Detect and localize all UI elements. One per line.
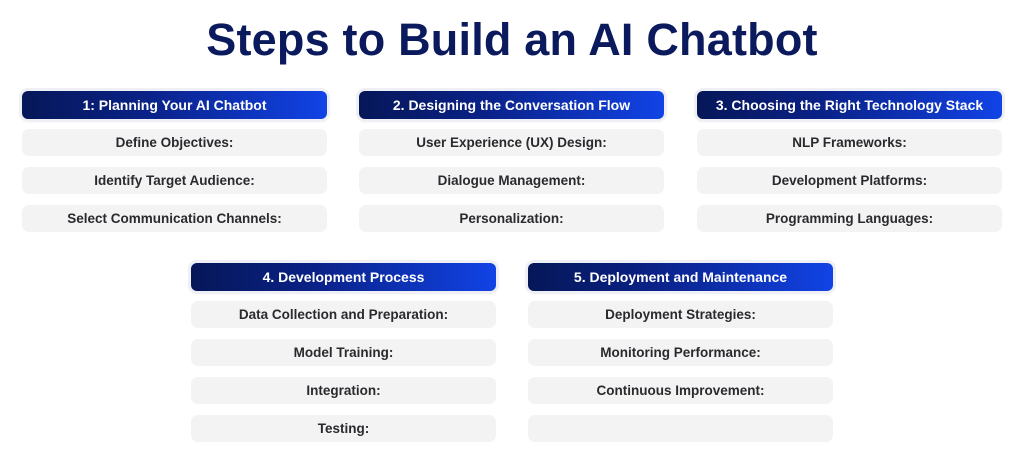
step-4-header: 4. Development Process [191,263,496,291]
step-5-item-empty [528,415,833,442]
step-2-item: Personalization: [359,205,664,232]
step-5-item: Continuous Improvement: [528,377,833,404]
step-1-column: 1: Planning Your AI Chatbot Define Objec… [22,91,327,232]
step-1-header: 1: Planning Your AI Chatbot [22,91,327,119]
step-5-column: 5. Deployment and Maintenance Deployment… [528,263,833,442]
step-5-item: Deployment Strategies: [528,301,833,328]
step-3-column: 3. Choosing the Right Technology Stack N… [697,91,1002,232]
step-3-item: NLP Frameworks: [697,129,1002,156]
step-3-item: Programming Languages: [697,205,1002,232]
step-2-item: Dialogue Management: [359,167,664,194]
step-2-column: 2. Designing the Conversation Flow User … [359,91,664,232]
step-4-item: Model Training: [191,339,496,366]
step-5-item: Monitoring Performance: [528,339,833,366]
step-4-item: Testing: [191,415,496,442]
step-3-header: 3. Choosing the Right Technology Stack [697,91,1002,119]
step-2-item: User Experience (UX) Design: [359,129,664,156]
step-4-item: Data Collection and Preparation: [191,301,496,328]
step-4-column: 4. Development Process Data Collection a… [191,263,496,442]
page-title: Steps to Build an AI Chatbot [206,14,818,65]
step-1-item: Select Communication Channels: [22,205,327,232]
step-2-header: 2. Designing the Conversation Flow [359,91,664,119]
step-1-item: Define Objectives: [22,129,327,156]
step-5-header: 5. Deployment and Maintenance [528,263,833,291]
step-3-item: Development Platforms: [697,167,1002,194]
step-1-item: Identify Target Audience: [22,167,327,194]
step-4-item: Integration: [191,377,496,404]
